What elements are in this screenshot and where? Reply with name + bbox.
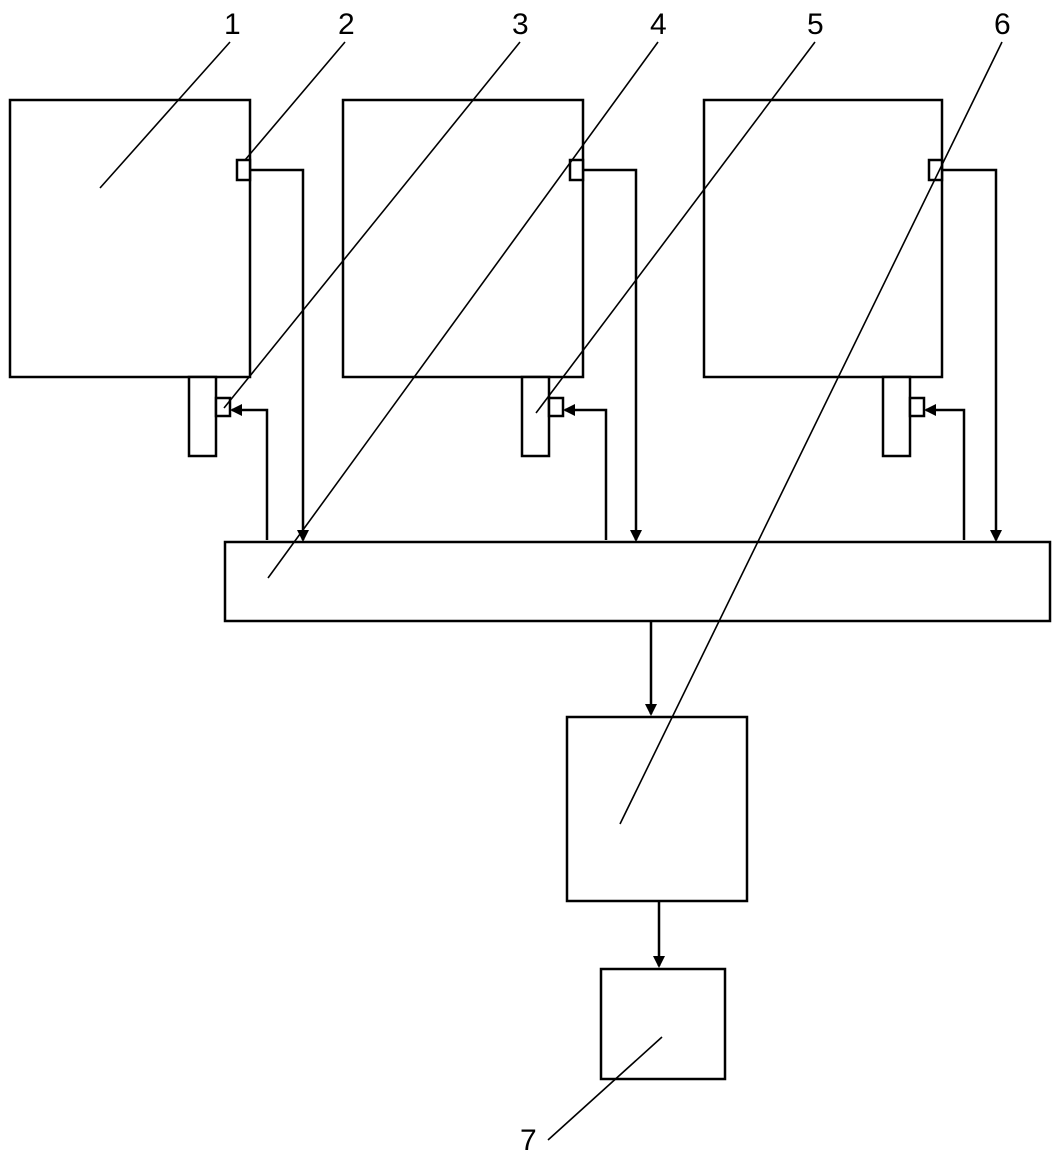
- tank-box-right: [702, 98, 944, 379]
- tank-box-left: [8, 98, 252, 379]
- label-1: 1: [224, 8, 241, 41]
- label-5: 5: [807, 8, 824, 41]
- leader-line-3: [223, 41, 521, 409]
- unit-right: [702, 98, 1002, 542]
- control-line-right: [924, 404, 966, 540]
- sensor-top-middle: [568, 158, 585, 182]
- tank-box-middle: [341, 98, 585, 379]
- valve-sensor-middle: [547, 396, 565, 418]
- control-line-left: [230, 404, 269, 540]
- leader-line-4: [267, 41, 659, 579]
- label-3: 3: [512, 8, 529, 41]
- label-7: 7: [520, 1124, 537, 1155]
- signal-line-right: [942, 168, 1002, 542]
- signal-line-left: [250, 168, 309, 542]
- leader-line-2: [244, 41, 346, 161]
- output-box: [599, 967, 727, 1081]
- outlet-pipe-right: [881, 375, 912, 458]
- label-6: 6: [994, 8, 1011, 41]
- outlet-pipe-left: [187, 375, 218, 458]
- leader-line-1: [99, 41, 231, 189]
- leader-line-6: [619, 41, 1003, 825]
- label-4: 4: [650, 8, 667, 41]
- unit-left: [8, 98, 309, 542]
- valve-sensor-right: [908, 396, 926, 418]
- controller-bar: [223, 540, 1052, 623]
- sensor-top-left: [235, 158, 252, 182]
- outlet-pipe-middle: [520, 375, 551, 458]
- unit-middle: [341, 98, 642, 542]
- valve-sensor-left: [214, 396, 232, 418]
- processor-box: [565, 715, 749, 903]
- leader-line-7: [547, 1036, 663, 1141]
- leader-line-5: [535, 41, 816, 414]
- signal-line-middle: [583, 168, 642, 542]
- label-2: 2: [338, 8, 355, 41]
- control-line-middle: [563, 404, 608, 540]
